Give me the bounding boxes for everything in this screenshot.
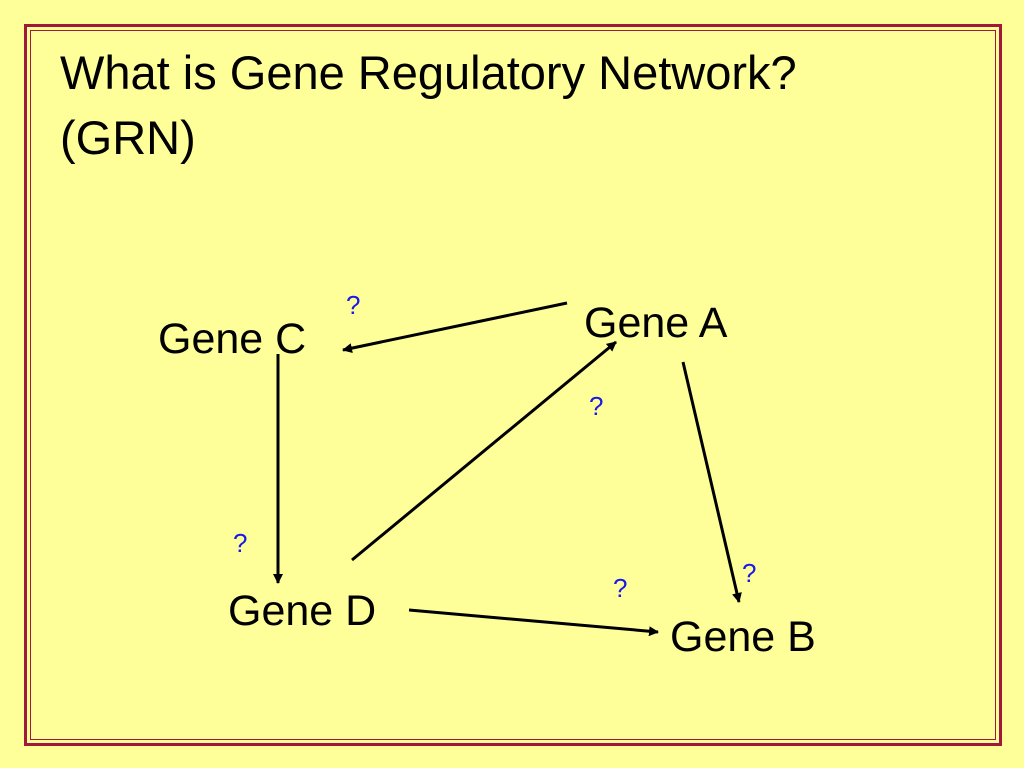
title-line-2: (GRN) (60, 111, 196, 164)
edge-d-to-b (408, 608, 659, 637)
edge-label-a-to-b: ? (742, 558, 757, 588)
edge-label-d-to-a: ? (589, 391, 604, 421)
slide-title: What is Gene Regulatory Network? (GRN) (60, 40, 940, 170)
node-gene-a: Gene A (584, 299, 728, 347)
edge-a-to-b (681, 361, 742, 603)
title-line-1: What is Gene Regulatory Network? (60, 46, 797, 99)
edge-a-to-c (342, 301, 568, 354)
slide-border-inner (30, 30, 996, 740)
node-gene-d: Gene D (228, 587, 377, 635)
edge-d-to-a (351, 340, 617, 562)
node-gene-b: Gene B (670, 613, 816, 661)
edge-label-a-to-c: ? (346, 290, 361, 320)
slide-border-outer (24, 24, 1002, 746)
node-gene-c: Gene C (158, 315, 307, 363)
edge-label-c-to-d: ? (233, 528, 248, 558)
edge-label-d-to-b: ? (613, 573, 628, 603)
